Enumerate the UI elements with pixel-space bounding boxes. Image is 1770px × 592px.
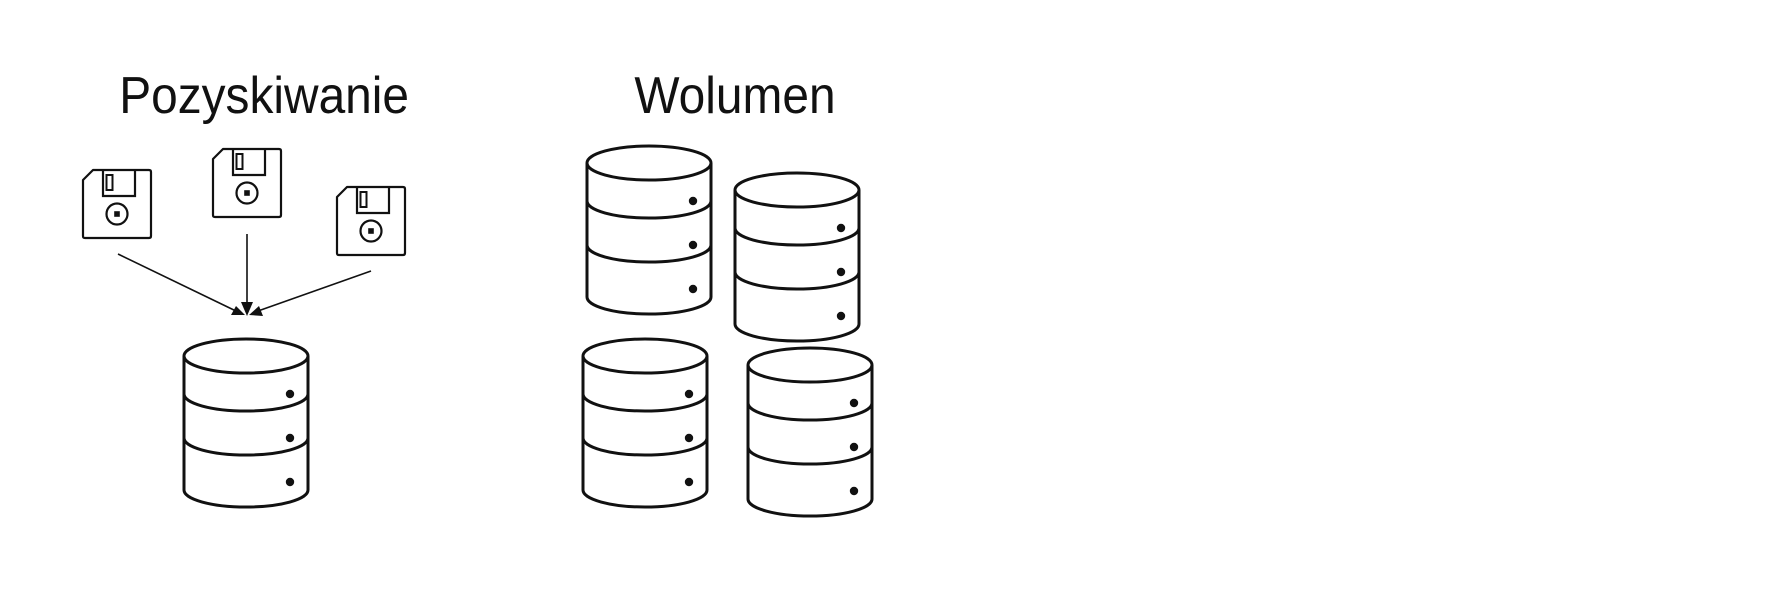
floppy-disk-icon	[335, 185, 407, 257]
floppy-disk-icon	[81, 168, 153, 240]
database-cylinder-icon	[585, 144, 713, 316]
arrow-left	[117, 253, 245, 315]
database-cylinder-icon	[746, 346, 874, 518]
database-cylinder-icon	[733, 171, 861, 343]
arrow-right	[249, 270, 372, 316]
arrow-center	[241, 234, 253, 316]
volume-title: Wolumen	[634, 67, 836, 125]
database-cylinder-icon	[581, 337, 709, 509]
database-cylinder-icon	[182, 337, 310, 509]
floppy-disk-icon	[211, 147, 283, 219]
acquisition-title: Pozyskiwanie	[119, 67, 410, 125]
